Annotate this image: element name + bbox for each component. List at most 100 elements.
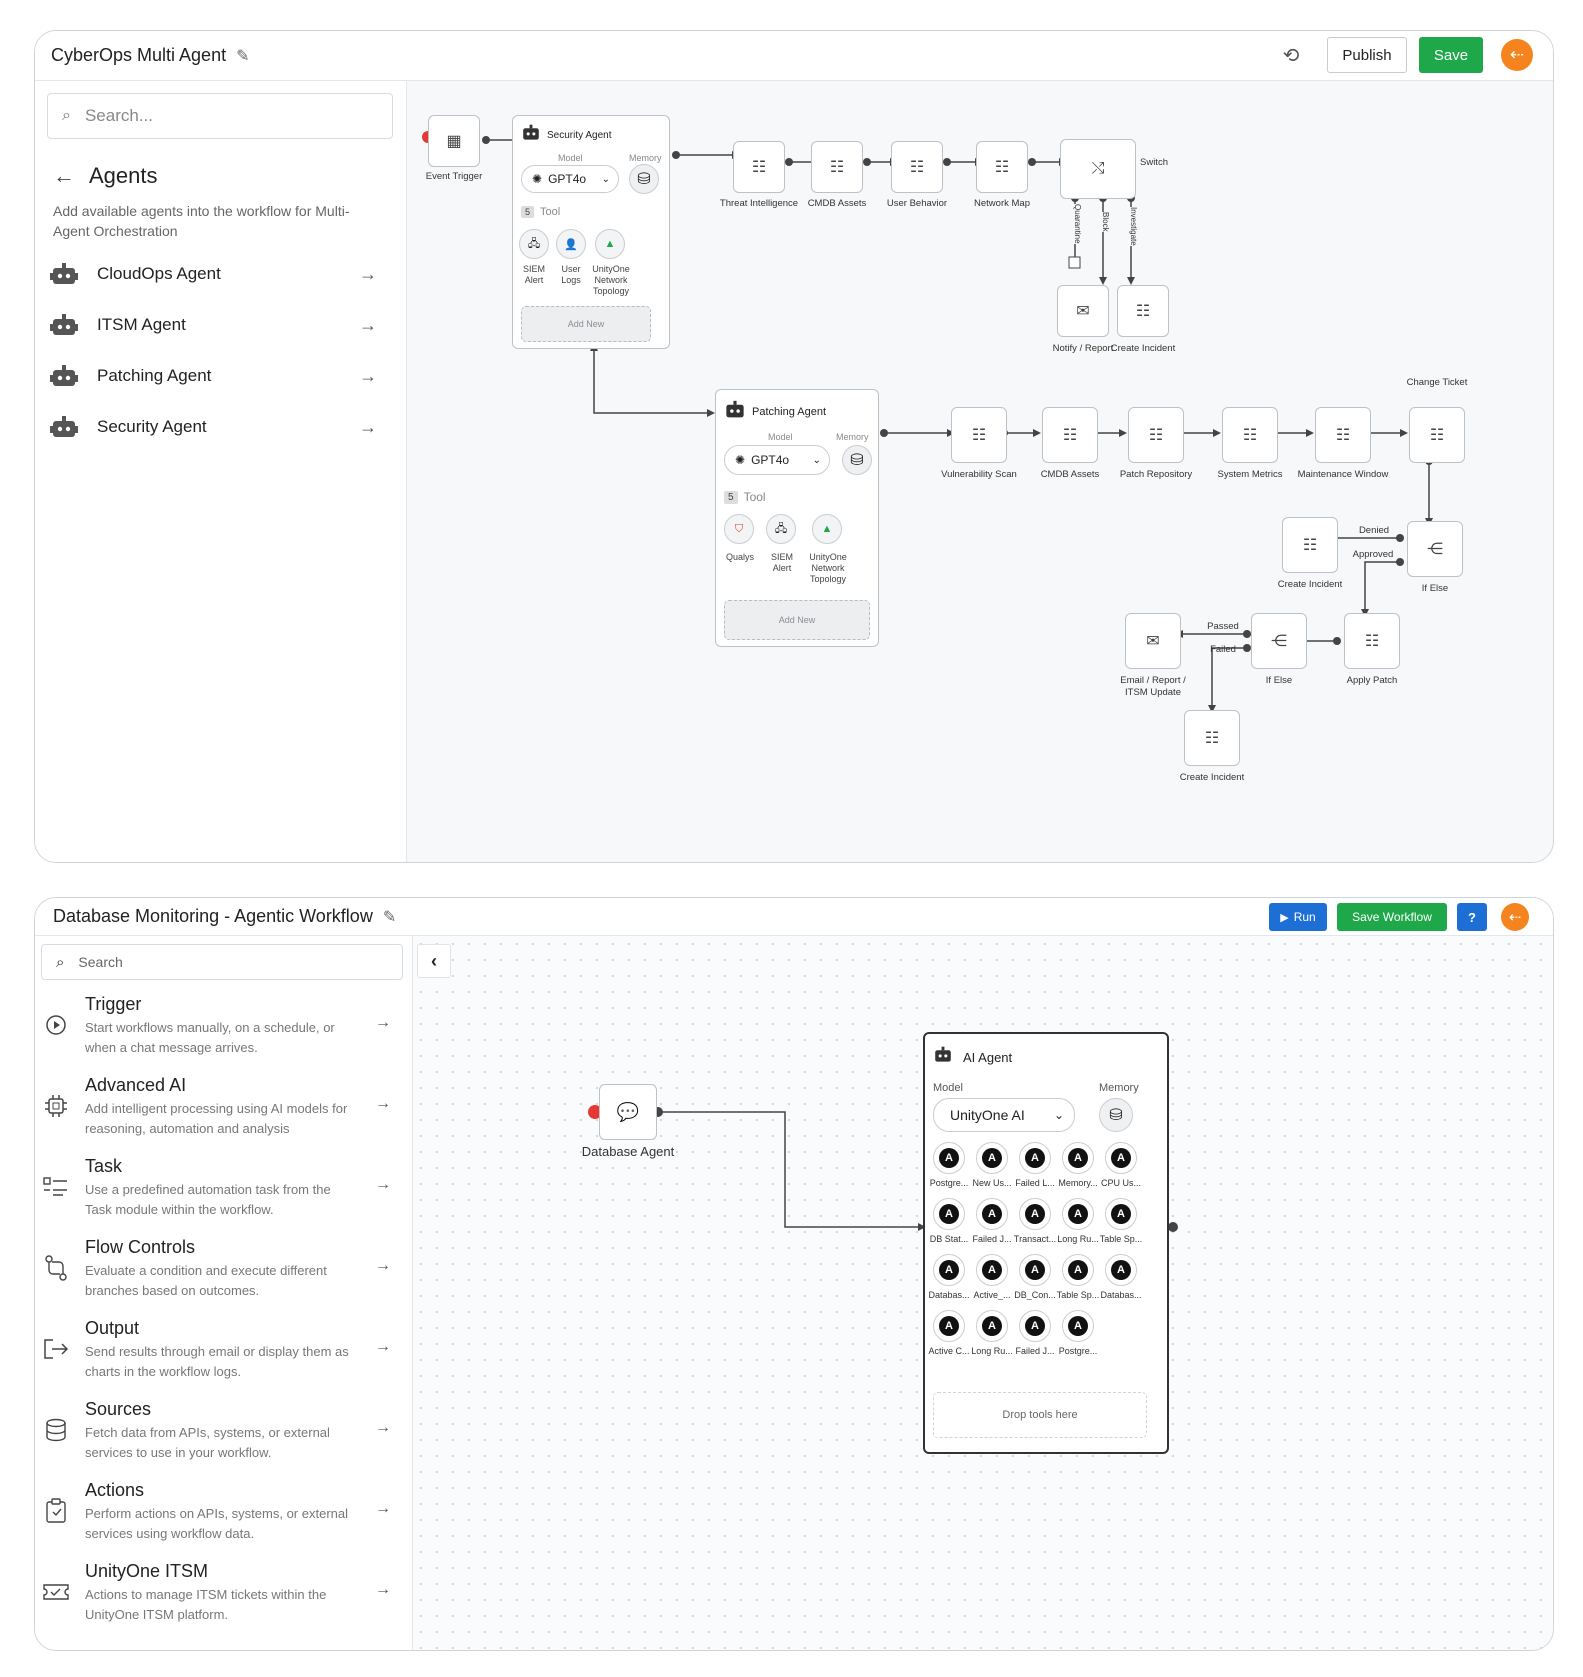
back-arrow-icon[interactable]: ⇠ — [1501, 903, 1529, 931]
ansible-tool-icon[interactable]: A — [933, 1198, 965, 1230]
edit-pencil-icon[interactable]: ✎ — [236, 47, 250, 65]
vulnerability-scan-node[interactable]: ☷ — [951, 407, 1007, 463]
siem-alert-icon[interactable]: 🖧 — [519, 229, 549, 259]
ansible-tool-icon[interactable]: A — [976, 1198, 1008, 1230]
memory-database-icon[interactable]: ⛁ — [1099, 1098, 1133, 1132]
ansible-tool-icon[interactable]: A — [976, 1310, 1008, 1342]
ansible-tool-icon[interactable]: A — [1019, 1254, 1051, 1286]
model-select[interactable]: ✺GPT4o⌄ — [521, 165, 619, 193]
agent-item-itsm[interactable]: ITSM Agent → — [47, 308, 377, 342]
user-behavior-node[interactable]: ☷ — [891, 141, 943, 193]
robot-icon — [47, 313, 81, 337]
node-label: CMDB Assets — [1040, 469, 1100, 480]
history-icon[interactable]: ⟲ — [1282, 44, 1300, 67]
ansible-tool-icon[interactable]: A — [1062, 1310, 1094, 1342]
model-select[interactable]: ✺GPT4o⌄ — [724, 445, 830, 475]
create-incident-node[interactable]: ☷ — [1184, 710, 1240, 766]
change-ticket-node[interactable]: ☷ — [1409, 407, 1465, 463]
memory-database-icon[interactable]: ⛁ — [629, 164, 659, 194]
ansible-tool-icon[interactable]: A — [1019, 1310, 1051, 1342]
memory-database-icon[interactable]: ⛁ — [842, 445, 872, 475]
ansible-tool-icon[interactable]: A — [1062, 1254, 1094, 1286]
publish-button[interactable]: Publish — [1327, 37, 1407, 73]
switch-node[interactable]: ⤭ — [1060, 139, 1136, 199]
ansible-tool-icon[interactable]: A — [1105, 1254, 1137, 1286]
model-label: Model — [558, 153, 583, 163]
if-else-node[interactable]: ⋲ — [1251, 613, 1307, 669]
agent-label: ITSM Agent — [97, 315, 186, 334]
task-list-icon: ☷ — [1335, 427, 1351, 444]
help-icon[interactable]: ? — [1457, 903, 1487, 931]
collapse-chevron-icon[interactable]: ‹ — [417, 944, 451, 978]
save-workflow-button[interactable]: Save Workflow — [1337, 903, 1447, 931]
qualys-icon[interactable]: ⛉ — [724, 514, 754, 544]
notify-report-node[interactable]: ✉ — [1057, 285, 1109, 337]
ticket-icon — [41, 1577, 71, 1607]
maintenance-window-node[interactable]: ☷ — [1315, 407, 1371, 463]
ansible-tool-icon[interactable]: A — [1062, 1142, 1094, 1174]
node-label: Threat Intelligence — [719, 198, 799, 209]
run-label: Run — [1293, 910, 1316, 924]
run-button[interactable]: ▶Run — [1269, 903, 1327, 931]
chevron-down-icon: ⌄ — [812, 454, 821, 466]
arrow-right-icon: → — [375, 1581, 391, 1598]
ansible-tool-icon[interactable]: A — [933, 1142, 965, 1174]
network-map-node[interactable]: ☷ — [976, 141, 1028, 193]
search-input[interactable]: ⌕ Search — [41, 944, 403, 980]
agent-item-cloudops[interactable]: CloudOps Agent → — [47, 257, 377, 291]
drop-tools-zone[interactable]: Drop tools here — [933, 1392, 1147, 1438]
ansible-tool-icon[interactable]: A — [1105, 1142, 1137, 1174]
email-report-node[interactable]: ✉ — [1125, 613, 1181, 669]
add-new-button[interactable]: Add New — [724, 600, 870, 640]
apply-patch-node[interactable]: ☷ — [1344, 613, 1400, 669]
ansible-tool-icon[interactable]: A — [933, 1310, 965, 1342]
tool-label: Databas... — [928, 1290, 970, 1300]
category-desc: Use a predefined automation task from th… — [85, 1182, 331, 1217]
threat-intelligence-node[interactable]: ☷ — [733, 141, 785, 193]
robot-icon — [47, 262, 81, 286]
save-button[interactable]: Save — [1419, 37, 1483, 73]
network-topology-icon[interactable]: ▲ — [812, 514, 842, 544]
patching-agent-card[interactable]: Patching Agent Model Memory ✺GPT4o⌄ ⛁ 5 … — [715, 389, 879, 647]
workflow-canvas[interactable]: ▦ Event Trigger Security Agent Model Mem… — [407, 81, 1553, 862]
ansible-tool-icon[interactable]: A — [976, 1142, 1008, 1174]
arrow-right-icon: → — [375, 1176, 391, 1193]
cmdb-assets-node[interactable]: ☷ — [811, 141, 863, 193]
event-trigger-label: Event Trigger — [425, 171, 483, 182]
search-input[interactable]: ⌕ Search... — [47, 93, 393, 139]
ansible-tool-icon[interactable]: A — [1105, 1198, 1137, 1230]
agents-title: Agents — [89, 163, 158, 188]
agent-item-patching[interactable]: Patching Agent → — [47, 359, 377, 393]
task-list-icon: ☷ — [1242, 427, 1258, 444]
add-new-button[interactable]: Add New — [521, 306, 651, 342]
agent-item-security[interactable]: Security Agent → — [47, 410, 377, 444]
user-logs-icon[interactable]: 👤 — [556, 229, 586, 259]
event-trigger-node[interactable]: ▦ — [428, 115, 480, 167]
database-agent-node[interactable]: 💬 — [599, 1084, 657, 1140]
ansible-tool-icon[interactable]: A — [1019, 1142, 1051, 1174]
ansible-tool-icon[interactable]: A — [933, 1254, 965, 1286]
ansible-tool-icon[interactable]: A — [1019, 1198, 1051, 1230]
create-incident-node[interactable]: ☷ — [1117, 285, 1169, 337]
back-arrow-icon[interactable]: ⇠ — [1501, 39, 1533, 71]
system-metrics-node[interactable]: ☷ — [1222, 407, 1278, 463]
patch-repository-node[interactable]: ☷ — [1128, 407, 1184, 463]
cmdb-assets-node[interactable]: ☷ — [1042, 407, 1098, 463]
siem-alert-icon[interactable]: 🖧 — [766, 514, 796, 544]
workflow-canvas[interactable]: ‹ 💬 Database Agent AI Agent Model Memory… — [413, 936, 1553, 1650]
ansible-tool-icon[interactable]: A — [1062, 1198, 1094, 1230]
search-icon: ⌕ — [62, 107, 71, 124]
ansible-logo: A — [1068, 1204, 1088, 1224]
security-agent-card[interactable]: Security Agent Model Memory ✺GPT4o⌄ ⛁ 5 … — [512, 115, 670, 349]
if-else-node[interactable]: ⋲ — [1407, 521, 1463, 577]
edit-pencil-icon[interactable]: ✎ — [382, 908, 397, 926]
ansible-logo: A — [1111, 1204, 1131, 1224]
back-arrow-icon[interactable]: ← — [53, 163, 75, 188]
ansible-tool-icon[interactable]: A — [976, 1254, 1008, 1286]
tool-label: CPU Us... — [1100, 1178, 1141, 1188]
card-header: AI Agent — [933, 1046, 1012, 1068]
network-topology-icon[interactable]: ▲ — [595, 229, 625, 259]
model-select[interactable]: UnityOne AI ⌄ — [933, 1098, 1075, 1132]
create-incident-node[interactable]: ☷ — [1282, 517, 1338, 573]
